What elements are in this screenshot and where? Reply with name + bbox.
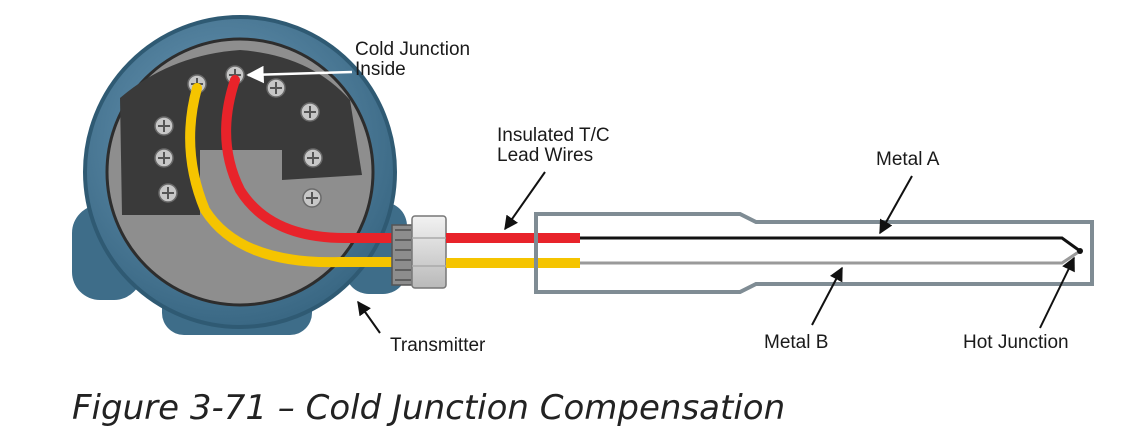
- hot-junction-arrow: [1039, 256, 1075, 329]
- transmitter-arrow: [357, 300, 381, 334]
- lead-wires-arrow: [504, 171, 546, 231]
- metal-a-label: Metal A: [876, 149, 940, 170]
- screw-4: [300, 102, 320, 122]
- terminal-block: [120, 50, 362, 215]
- cold-junction-label: Cold Junction Inside: [355, 39, 471, 80]
- lead-wire-red: [446, 233, 580, 243]
- cable-gland: [391, 215, 447, 289]
- thermowell-sheath: [534, 212, 1094, 294]
- hot-junction-label: Hot Junction: [963, 332, 1069, 353]
- screw-5: [154, 116, 174, 136]
- screw-3: [266, 78, 286, 98]
- lead-wire-yellow: [446, 258, 580, 268]
- transmitter-label: Transmitter: [390, 335, 486, 356]
- screw-9: [302, 188, 322, 208]
- screw-8: [303, 148, 323, 168]
- metal-b-conductor: [580, 249, 1081, 265]
- screw-6: [154, 148, 174, 168]
- metal-b-arrow: [811, 266, 843, 326]
- lead-wires-label: Insulated T/C Lead Wires: [497, 125, 610, 166]
- metal-a-arrow: [879, 175, 913, 235]
- cold-junction-arrow: [246, 65, 353, 84]
- internal-red-wire: [221, 75, 425, 243]
- hot-junction-point: [1077, 248, 1083, 254]
- screw-7: [158, 183, 178, 203]
- metal-b-label: Metal B: [764, 332, 829, 353]
- figure-caption: Figure 3-71 – Cold Junction Compensation: [72, 388, 786, 428]
- metal-a-conductor: [580, 236, 1081, 253]
- internal-yellow-wire: [185, 83, 425, 268]
